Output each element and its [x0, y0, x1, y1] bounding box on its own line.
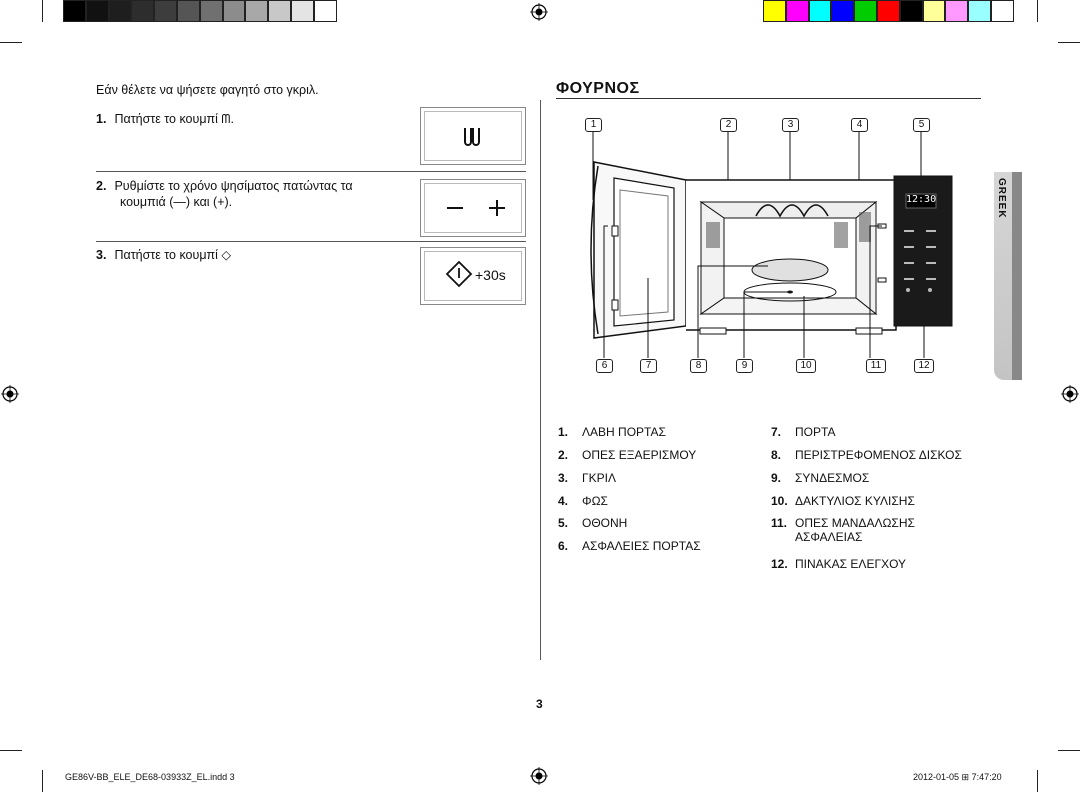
minus-plus-button-illustration [420, 179, 526, 237]
step-number: 3. [96, 248, 107, 262]
diagram-label: 9 [736, 359, 753, 373]
color-swatch [808, 0, 832, 22]
language-tab: GREEK [994, 172, 1012, 380]
diagram-label: 8 [690, 359, 707, 373]
divider [96, 241, 526, 242]
column-divider [540, 100, 541, 660]
gray-swatch [108, 0, 132, 22]
diagram-label: 4 [851, 118, 868, 132]
gray-swatch [131, 0, 155, 22]
color-swatch [785, 0, 809, 22]
gray-swatch [313, 0, 337, 22]
legend-item: 11.ΟΠΕΣ ΜΑΝΔΑΛΩΣΗΣ ΑΣΦΑΛΕΙΑΣ [771, 516, 915, 544]
language-tab-label: GREEK [996, 178, 1007, 219]
legend-item: 2.ΟΠΕΣ ΕΞΑΕΡΙΣΜΟΥ [558, 448, 697, 462]
door-illustration [590, 161, 687, 339]
grill-intro-text: Εάν θέλετε να ψήσετε φαγητό στο γκριλ. [96, 83, 319, 97]
page-number: 3 [536, 697, 543, 711]
legend-item: 10.ΔΑΚΤΥΛΙΟΣ ΚΥΛΙΣΗΣ [771, 494, 915, 508]
plus-icon [489, 200, 505, 216]
start-diamond-icon [445, 260, 473, 288]
legend-item: 7.ΠΟΡΤΑ [771, 425, 836, 439]
gray-swatch [63, 0, 86, 22]
heading-rule [556, 98, 981, 99]
footer-filename: GE86V-BB_ELE_DE68-03933Z_EL.indd 3 [65, 772, 235, 782]
color-swatch [899, 0, 923, 22]
diagram-label: 10 [796, 359, 816, 373]
diagram-label: 3 [782, 118, 799, 132]
oven-body-illustration [686, 175, 953, 335]
color-swatch [831, 0, 855, 22]
legend-item: 4.ΦΩΣ [558, 494, 608, 508]
grill-icon [464, 128, 480, 146]
step-1: 1. Πατήστε το κουμπί ᗰ. [96, 111, 234, 127]
divider [96, 171, 526, 172]
step-3: 3. Πατήστε το κουμπί ◇ [96, 247, 231, 263]
gray-swatch [245, 0, 269, 22]
grill-button-illustration [420, 107, 526, 165]
registration-mark-left [1, 385, 19, 403]
step-text: Πατήστε το κουμπί ᗰ. [114, 112, 234, 126]
gray-swatch [85, 0, 109, 22]
diagram-label: 7 [640, 359, 657, 373]
color-swatch [990, 0, 1014, 22]
gray-swatch [154, 0, 177, 22]
legend-item: 12.ΠΙΝΑΚΑΣ ΕΛΕΓΧΟΥ [771, 557, 907, 571]
step-number: 2. [96, 179, 107, 193]
footer-timestamp: 2012-01-05 ⊞ 7:47:20 [913, 772, 1002, 782]
display-readout: 12:30 [906, 194, 937, 205]
registration-mark-bottom [530, 767, 548, 785]
diagram-label: 5 [913, 118, 930, 132]
color-calibration-bar [763, 0, 1014, 22]
legend-item: 1.ΛΑΒΗ ΠΟΡΤΑΣ [558, 425, 666, 439]
legend-item: 5.ΟΘΟΝΗ [558, 516, 628, 530]
page-title: ΦΟΥΡΝΟΣ [556, 80, 640, 97]
plus30-label: +30s [475, 267, 506, 283]
step-number: 1. [96, 112, 107, 126]
gray-swatch [199, 0, 223, 22]
registration-mark-right [1061, 385, 1079, 403]
diagram-label: 11 [866, 359, 886, 373]
step-text: Ρυθμίστε το χρόνο ψησίματος πατώντας τα [114, 179, 353, 193]
gray-swatch [176, 0, 200, 22]
grayscale-calibration-bar [63, 0, 337, 22]
gray-swatch [290, 0, 314, 22]
legend-item: 8.ΠΕΡΙΣΤΡΕΦΟΜΕΝΟΣ ΔΙΣΚΟΣ [771, 448, 962, 462]
gray-swatch [268, 0, 291, 22]
color-swatch [763, 0, 786, 22]
legend-item: 3.ΓΚΡΙΛ [558, 471, 616, 485]
diagram-label: 12 [914, 359, 934, 373]
color-swatch [968, 0, 991, 22]
registration-mark-left [1, 0, 19, 18]
microwave-diagram [590, 132, 953, 358]
color-swatch [854, 0, 877, 22]
color-swatch [922, 0, 946, 22]
step-text: Πατήστε το κουμπί ◇ [114, 248, 232, 262]
step-text-cont: κουμπιά (—) και (+). [120, 195, 233, 209]
step-2: 2. Ρυθμίστε το χρόνο ψησίματος πατώντας τ… [96, 178, 353, 210]
gray-swatch [222, 0, 246, 22]
registration-mark-top [530, 3, 548, 21]
color-swatch [876, 0, 900, 22]
diagram-label: 1 [585, 118, 602, 132]
legend-item: 6.ΑΣΦΑΛΕΙΕΣ ΠΟΡΤΑΣ [558, 539, 701, 553]
legend-item: 9.ΣΥΝΔΕΣΜΟΣ [771, 471, 870, 485]
diagram-label: 2 [720, 118, 737, 132]
diagram-label: 6 [596, 359, 613, 373]
start-30s-button-illustration: +30s [420, 247, 526, 305]
color-swatch [945, 0, 969, 22]
language-tab-strip [1012, 172, 1022, 380]
